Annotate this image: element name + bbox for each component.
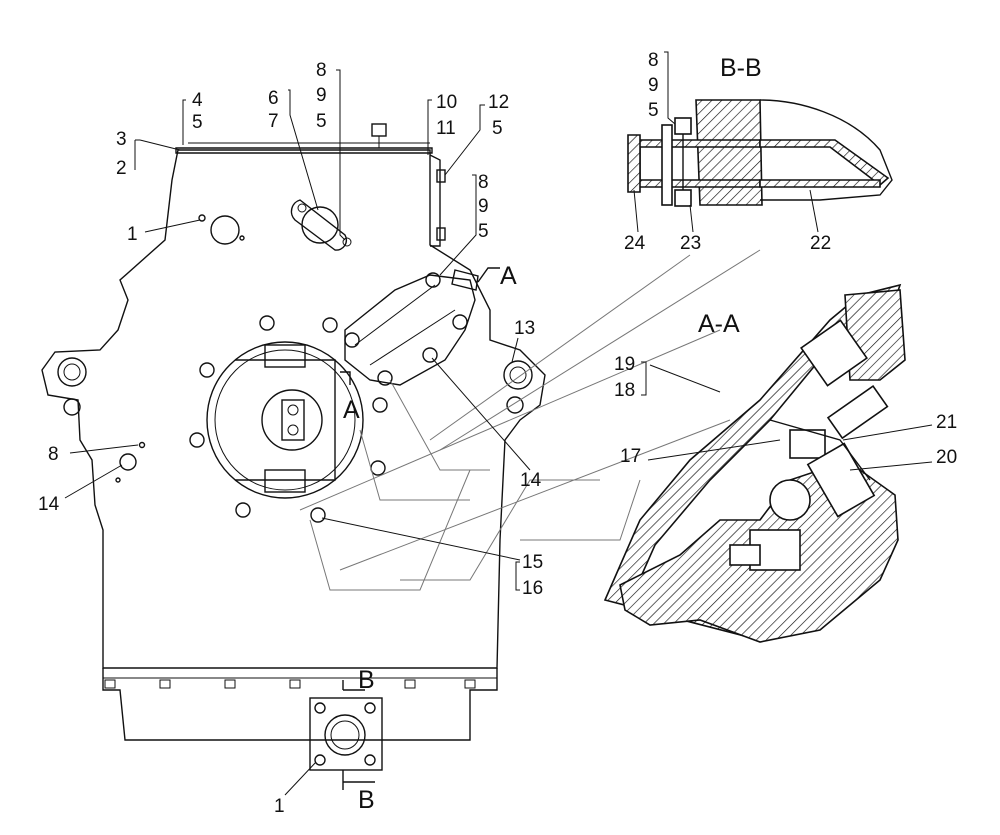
callout-8: 8 bbox=[648, 50, 659, 71]
flange-bolt-circle bbox=[189, 315, 388, 523]
left-lifting-eye bbox=[57, 357, 87, 416]
callout-5: 5 bbox=[192, 112, 203, 133]
inspection-cover bbox=[290, 199, 352, 251]
plug-small bbox=[115, 477, 121, 483]
right-lifting-eye bbox=[503, 360, 533, 414]
plug-small bbox=[138, 441, 146, 449]
section-mark-b-bottom: B bbox=[358, 786, 375, 814]
callout-19: 19 bbox=[614, 354, 635, 375]
callout-8: 8 bbox=[48, 444, 59, 465]
lower-flange-plate bbox=[309, 697, 383, 771]
bracket-bolt bbox=[436, 227, 446, 241]
callout-8: 8 bbox=[478, 172, 489, 193]
section-mark-a-top: A bbox=[500, 262, 517, 290]
callout-5: 5 bbox=[478, 221, 489, 242]
callout-14: 14 bbox=[38, 494, 60, 515]
callout-8: 8 bbox=[316, 60, 327, 81]
section-bb bbox=[627, 99, 893, 207]
callout-2: 2 bbox=[116, 158, 127, 179]
callout-17: 17 bbox=[620, 446, 641, 467]
callout-12: 12 bbox=[488, 92, 509, 113]
callout-13: 13 bbox=[514, 318, 535, 339]
callout-1: 1 bbox=[274, 796, 285, 817]
callout-21: 21 bbox=[936, 412, 957, 433]
callout-1: 1 bbox=[127, 224, 138, 245]
oil-pipe-assembly bbox=[344, 269, 479, 386]
callout-5: 5 bbox=[316, 111, 327, 132]
plug bbox=[119, 453, 137, 471]
callout-3: 3 bbox=[116, 129, 127, 150]
section-mark-b-top: B bbox=[358, 666, 375, 694]
gearbox-housing bbox=[41, 123, 546, 790]
section-title-bb: B-B bbox=[720, 54, 762, 82]
section-aa bbox=[603, 283, 906, 643]
callout-9: 9 bbox=[648, 75, 659, 96]
callout-14: 14 bbox=[520, 470, 542, 491]
top-bolt bbox=[371, 123, 387, 137]
callout-7: 7 bbox=[268, 111, 279, 132]
callout-22: 22 bbox=[810, 233, 831, 254]
callout-20: 20 bbox=[936, 447, 957, 468]
leader-lines bbox=[64, 51, 933, 796]
projection-lines bbox=[299, 249, 761, 591]
callout-18: 18 bbox=[614, 380, 635, 401]
callout-9: 9 bbox=[316, 85, 327, 106]
section-title-aa: A-A bbox=[698, 310, 740, 338]
plug-small bbox=[198, 214, 206, 222]
bracket-bolt bbox=[436, 169, 446, 183]
callout-16: 16 bbox=[522, 578, 543, 599]
output-flange bbox=[206, 341, 364, 499]
callout-10: 10 bbox=[436, 92, 457, 113]
callout-9: 9 bbox=[478, 196, 489, 217]
plug-small bbox=[239, 235, 245, 241]
flange-bolts bbox=[104, 679, 476, 689]
section-mark-a-mid: A bbox=[343, 396, 360, 424]
section-cut-b bbox=[342, 680, 375, 790]
callout-23: 23 bbox=[680, 233, 701, 254]
callout-5: 5 bbox=[648, 100, 659, 121]
callout-4: 4 bbox=[192, 90, 203, 111]
callout-11: 11 bbox=[436, 118, 456, 139]
plug bbox=[210, 215, 240, 245]
callout-15: 15 bbox=[522, 552, 543, 573]
section-cut-a bbox=[340, 267, 500, 385]
callout-6: 6 bbox=[268, 88, 279, 109]
callout-5: 5 bbox=[492, 118, 503, 139]
callout-24: 24 bbox=[624, 233, 646, 254]
